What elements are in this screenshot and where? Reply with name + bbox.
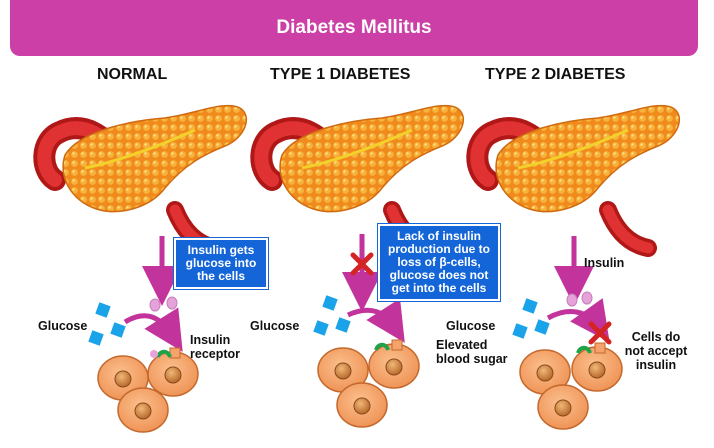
- type2-insulin-label: Insulin: [584, 256, 624, 270]
- elevated-blood-sugar-label: Elevated blood sugar: [436, 338, 516, 366]
- normal-heading: NORMAL: [97, 66, 167, 84]
- type1-note-box: Lack of insulin production due to loss o…: [378, 224, 500, 301]
- glucose-icon: [88, 302, 125, 345]
- insulin-icon: [150, 297, 177, 311]
- block-x-icon: [591, 324, 609, 342]
- type2-glucose-label: Glucose: [446, 319, 495, 333]
- cell-icon: [318, 344, 419, 427]
- type1-glucose-label: Glucose: [250, 319, 299, 333]
- normal-note-box: Insulin gets glucose into the cells: [174, 238, 268, 289]
- type1-heading: TYPE 1 DIABETES: [270, 66, 410, 84]
- normal-glucose-label: Glucose: [38, 319, 87, 333]
- insulin-receptor-label: Insulin receptor: [190, 333, 250, 361]
- cell-icon: [98, 352, 198, 432]
- glucose-icon: [512, 298, 549, 338]
- cell-icon: [520, 347, 622, 429]
- glucose-entry-arrow: [125, 316, 172, 335]
- pancreas-icon: [477, 106, 679, 248]
- type2-heading: TYPE 2 DIABETES: [485, 66, 625, 84]
- insulin-icon: [567, 292, 592, 306]
- cells-reject-insulin-label: Cells do not accept insulin: [624, 330, 688, 372]
- pancreas-icon: [44, 106, 246, 248]
- glucose-icon: [313, 295, 350, 335]
- glucose-blocked-arrow: [348, 310, 394, 326]
